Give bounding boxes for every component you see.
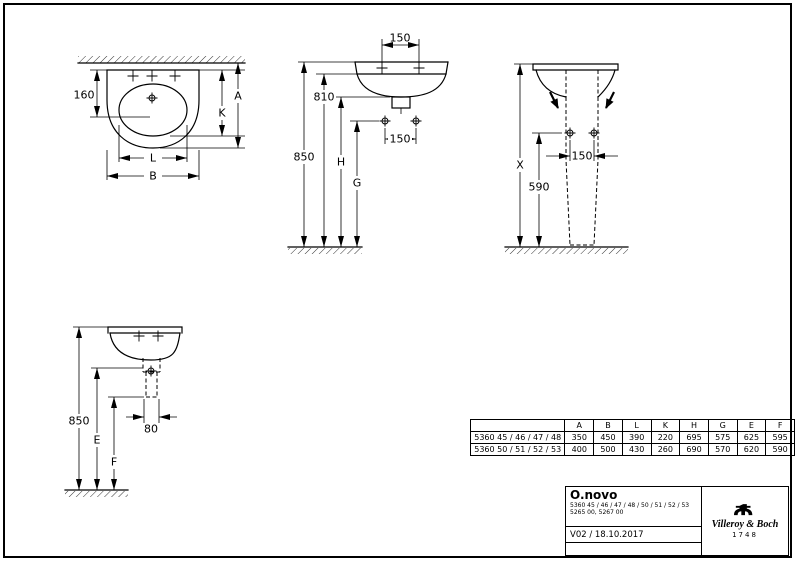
table-header-row: A B L K H G E F [469,419,795,432]
basin-outline [106,69,200,149]
basin-inner-bowl [118,83,188,137]
title-block-info: O.novo 5360 45 / 46 / 47 / 48 / 50 / 51 … [566,487,701,555]
overflow-hole-icon [146,92,158,104]
table-row: 5360 45 / 46 / 47 / 48 350 450 390 220 6… [469,431,795,444]
drain-fitting [391,96,411,109]
table-cell: 450 [593,431,623,444]
table-cell: 620 [736,443,767,456]
row-label: 5360 45 / 46 / 47 / 48 [469,431,566,444]
dim-label-H: H [337,156,345,169]
table-cell: 430 [621,443,652,456]
table-cell: 390 [621,431,652,444]
basin-profile [107,326,183,334]
floor-hatch [65,491,128,497]
waste-outlet [142,358,161,398]
install-arrow-icon [549,91,559,109]
tap-hole-icon [133,330,145,342]
vb-tap-icon [734,504,753,516]
table-cell: 500 [593,443,623,456]
tap-hole-icon [152,330,164,342]
dim-label-810: 810 [314,91,335,104]
table-cell: 625 [736,431,767,444]
col-header-F: F [765,419,795,432]
table-cell: 220 [650,431,681,444]
dim-label-G: G [353,177,362,190]
col-header-K: K [650,419,681,432]
tap-hole-icon [413,62,425,74]
side-view-pedestal: 150 X 590 [504,63,629,254]
title-block-empty-row [566,542,701,555]
article-numbers-line2: 5265 00, 5267 00 [570,509,624,516]
pedestal-outline [565,97,599,246]
dim-label-B: B [149,170,157,183]
lower-view: 850 E F 80 [64,326,183,497]
wall-hatch [78,56,245,63]
dim-label-850-front: 850 [294,151,315,164]
tap-hole-icon [146,70,158,82]
col-header-H: H [679,419,709,432]
col-header-L: L [621,419,652,432]
plan-view: 160 K A L B [74,56,247,183]
dim-label-160: 160 [74,89,95,102]
table-corner-cell [469,419,566,432]
dim-label-150-side: 150 [572,150,593,163]
dim-label-A: A [234,90,242,103]
floor-hatch [505,248,628,254]
title-block: O.novo 5360 45 / 46 / 47 / 48 / 50 / 51 … [565,486,789,556]
table-cell: 590 [765,443,795,456]
mounting-hole-icon [379,115,391,127]
table-cell: 695 [679,431,709,444]
dim-label-150-top: 150 [390,32,411,45]
version-date: V02 / 18.10.2017 [566,526,701,542]
brand-name: Villeroy & Boch [711,519,779,530]
dim-label-L: L [150,152,157,165]
vb-logo: Villeroy & Boch 1748 [701,487,788,555]
product-name: O.novo [570,488,618,502]
drain-center-icon [145,365,157,377]
dim-label-850-lower: 850 [69,415,90,428]
col-header-E: E [736,419,767,432]
table-cell: 400 [564,443,595,456]
table-cell: 260 [650,443,681,456]
tap-hole-icon [127,70,139,82]
tap-hole-icon [169,70,181,82]
title-block-top: O.novo 5360 45 / 46 / 47 / 48 / 50 / 51 … [566,487,701,526]
table-cell: 570 [707,443,738,456]
dim-label-F: F [111,456,117,469]
tap-hole-icon [376,62,388,74]
install-arrow-icon [605,91,615,109]
basin-profile [354,61,449,75]
article-numbers-line1: 5360 45 / 46 / 47 / 48 / 50 / 51 / 52 / … [570,502,690,509]
col-header-G: G [707,419,738,432]
col-header-B: B [593,419,623,432]
brand-year: 1748 [732,531,758,539]
table-row: 5360 50 / 51 / 52 / 53 400 500 430 260 6… [469,443,795,456]
row-label: 5360 50 / 51 / 52 / 53 [469,443,566,456]
dim-label-80: 80 [144,423,158,436]
front-view: 150 150 850 810 H G [287,32,449,254]
dim-label-E: E [94,434,101,447]
dim-label-150-holes: 150 [390,133,411,146]
mounting-hole-icon [410,115,422,127]
dim-label-X: X [516,159,524,172]
dim-label-K: K [218,107,226,120]
table-cell: 350 [564,431,595,444]
table-cell: 575 [707,431,738,444]
dimension-table: A B L K H G E F 5360 45 / 46 / 47 / 48 3… [469,419,795,456]
table-cell: 690 [679,443,709,456]
table-cell: 595 [765,431,795,444]
basin-side-profile [532,63,619,71]
col-header-A: A [564,419,595,432]
floor-hatch [288,248,362,254]
dim-label-590: 590 [529,181,550,194]
